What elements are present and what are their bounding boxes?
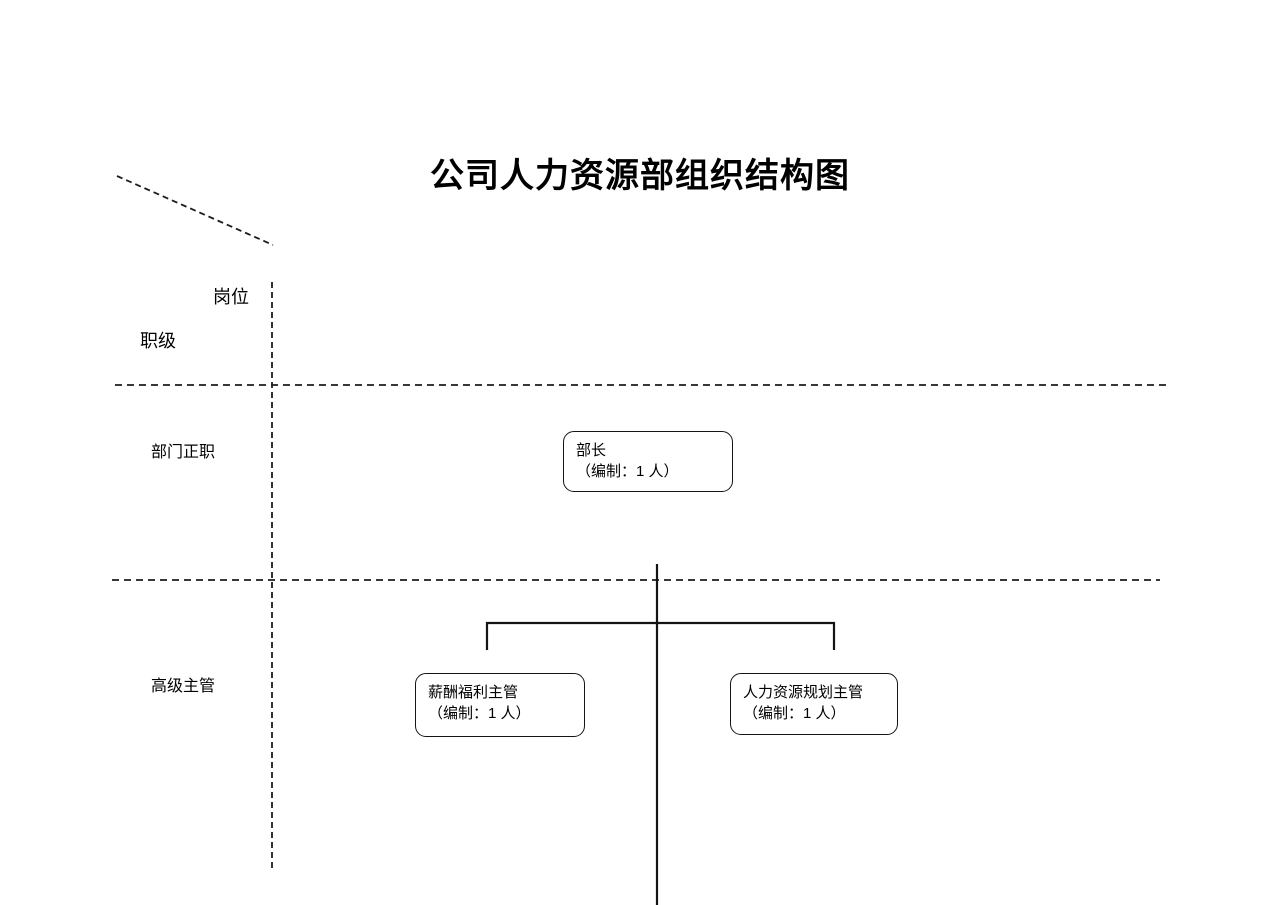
org-node-headcount: （编制：1 人） <box>428 705 531 722</box>
org-node-minister[interactable]: 部长 （编制：1 人） <box>563 431 733 492</box>
org-node-title: 部长 <box>576 442 607 459</box>
connector-children-crossbar-line <box>485 621 836 650</box>
org-node-hr-planning-supervisor[interactable]: 人力资源规划主管 （编制：1 人） <box>730 673 898 735</box>
rank-label-senior-supervisor: 高级主管 <box>151 678 216 695</box>
page-title: 公司人力资源部组织结构图 <box>430 157 850 195</box>
row-axis-label: 职级 <box>140 331 176 351</box>
org-node-compensation-benefits-supervisor[interactable]: 薪酬福利主管 （编制：1 人） <box>415 673 585 737</box>
org-node-title: 人力资源规划主管 <box>743 684 864 701</box>
axis-diagonal-divider-line <box>116 175 274 246</box>
org-node-headcount: （编制：1 人） <box>576 463 679 480</box>
org-node-headcount: （编制：1 人） <box>743 705 846 722</box>
rank-label-department-head: 部门正职 <box>151 444 216 461</box>
org-node-title: 薪酬福利主管 <box>428 684 519 701</box>
column-axis-label: 岗位 <box>213 287 249 307</box>
